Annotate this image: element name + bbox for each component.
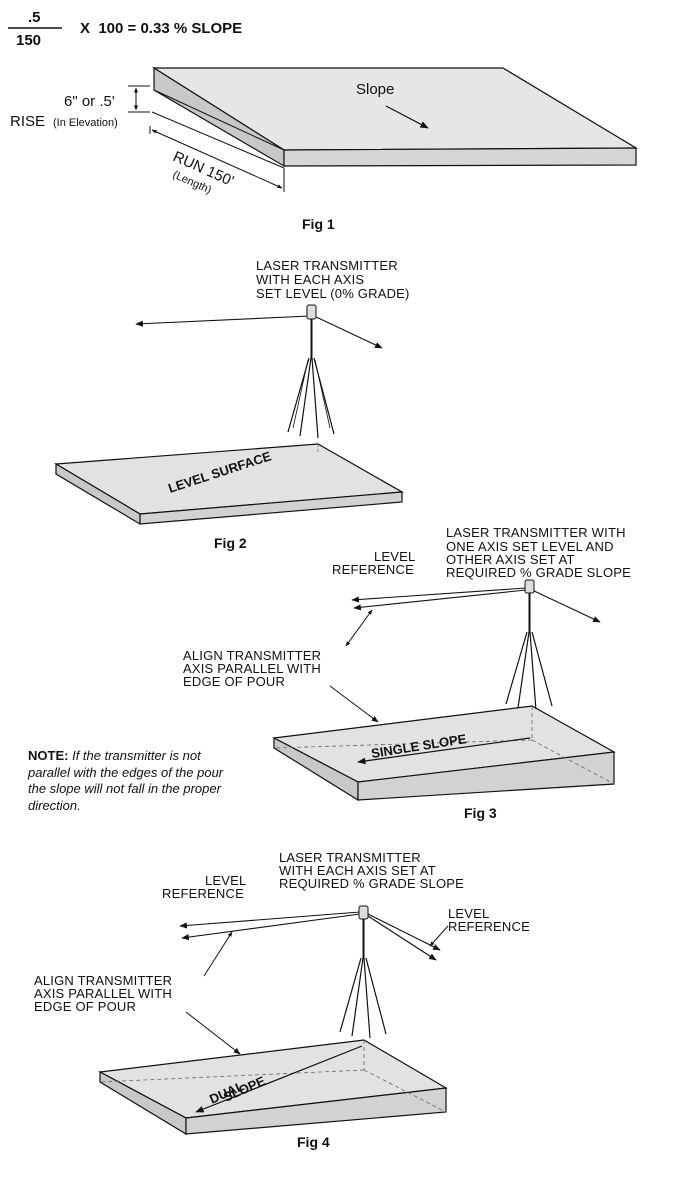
- fig2-transmitter: [135, 304, 383, 439]
- fig4-align-pointer: [185, 1011, 241, 1055]
- fig3-hidden-edge-d: [531, 739, 615, 785]
- fig4-align-line3: EDGE OF POUR: [34, 999, 136, 1014]
- fig4-level-beam-right: [367, 913, 441, 951]
- fig3-laser-head: [524, 579, 535, 594]
- fig3-align-line2: AXIS PARALLEL WITH: [183, 661, 321, 676]
- fig4-level-left-line2: REFERENCE: [162, 886, 244, 901]
- fig2-laser-head: [306, 304, 317, 320]
- fig2-laser-line1: LASER TRANSMITTER: [256, 258, 398, 273]
- fig1-slope-arrow: [385, 105, 429, 129]
- fig4-hidden-edge-h: [99, 1069, 365, 1083]
- fig3-slope-beam: [353, 589, 527, 611]
- fig3-laser-line2: ONE AXIS SET LEVEL AND: [446, 539, 614, 554]
- fig4-slope-direction: [195, 1045, 363, 1113]
- fig2-tripod-inner: [292, 359, 331, 429]
- fig4-hidden-edge-d: [363, 1069, 447, 1113]
- fig4-level-left-pointer: [203, 931, 233, 977]
- fig1-slab: [151, 66, 639, 168]
- fig4-align-line2: AXIS PARALLEL WITH: [34, 986, 172, 1001]
- fig3-laser-line3: OTHER AXIS SET AT: [446, 552, 575, 567]
- fig2-laser-beam-right: [313, 315, 383, 349]
- fig3-cross-beam: [531, 589, 601, 623]
- fig3-slope-direction: [357, 737, 531, 765]
- fig4-slab: DUAL SLOPE: [98, 1039, 448, 1136]
- fig4-slope-beam-left: [181, 913, 361, 941]
- fig4-level-beam-left: [179, 911, 361, 929]
- fig3-level-line1: LEVEL: [374, 549, 415, 564]
- fig3-align-line1: ALIGN TRANSMITTER: [183, 648, 321, 663]
- fig3-align-line3: EDGE OF POUR: [183, 674, 285, 689]
- fig4-transmitter: [179, 905, 441, 1039]
- fig3-tripod-legs: [505, 631, 553, 711]
- fig2-caption: Fig 2: [214, 535, 247, 551]
- fig4-laser-head: [358, 905, 369, 920]
- fig1-rise-value: 6" or .5': [64, 93, 115, 110]
- fig1-caption: Fig 1: [302, 216, 335, 232]
- fig4-laser-line2: WITH EACH AXIS SET AT: [279, 863, 436, 878]
- note-paragraph: NOTE: If the transmitter is not parallel…: [28, 748, 243, 814]
- fig3-transmitter: [351, 579, 601, 711]
- fig3-laser-line4: REQUIRED % GRADE SLOPE: [446, 565, 631, 580]
- fig4-slope-beam-right: [367, 915, 437, 961]
- fig3-slab: SINGLE SLOPE: [272, 705, 616, 802]
- fig2-laser-line3: SET LEVEL (0% GRADE): [256, 286, 410, 301]
- fig3-level-beam: [351, 587, 527, 603]
- formula-denominator: 150: [16, 32, 41, 49]
- fig1-slab-front: [283, 147, 637, 167]
- fig1-rise-label: RISE: [10, 113, 45, 130]
- formula-result: X 100 = 0.33 % SLOPE: [80, 20, 242, 37]
- fig3-hidden-edge-h: [273, 739, 533, 749]
- fig4-caption: Fig 4: [297, 1134, 330, 1150]
- fig1-run-dimension: [151, 129, 283, 189]
- fig4-level-left-line1: LEVEL: [205, 873, 246, 888]
- fig2-tripod-legs: [287, 357, 335, 439]
- fig4-tripod-legs: [339, 957, 387, 1039]
- formula-numerator: .5: [28, 9, 41, 26]
- fig4-level-right-pointer: [429, 925, 449, 947]
- fig4-level-right-line2: REFERENCE: [448, 919, 530, 934]
- slope-formula: .5 150 X 100 = 0.33 % SLOPE: [8, 9, 242, 49]
- fig2-slab-front: [139, 491, 403, 525]
- fig3-align-pointer: [329, 685, 379, 723]
- fig1-rise-sub: (In Elevation): [53, 117, 118, 129]
- fig3-caption: Fig 3: [464, 805, 497, 821]
- fig3-level-line2: REFERENCE: [332, 562, 414, 577]
- fig4-level-right-line1: LEVEL: [448, 906, 489, 921]
- fig3-level-pointer: [345, 609, 373, 647]
- fig2-laser-beam-left: [135, 315, 311, 327]
- fig4-align-line1: ALIGN TRANSMITTER: [34, 973, 172, 988]
- note-text: If the transmitter is not parallel with …: [28, 748, 224, 813]
- fig1-slope-label: Slope: [356, 81, 394, 98]
- fig4-laser-line3: REQUIRED % GRADE SLOPE: [279, 876, 464, 891]
- fig4-laser-line1: LASER TRANSMITTER: [279, 850, 421, 865]
- fig1-slab-top: [151, 67, 639, 151]
- fig3-laser-line1: LASER TRANSMITTER WITH: [446, 525, 626, 540]
- fig2-laser-line2: WITH EACH AXIS: [256, 272, 364, 287]
- fig2-slab: LEVEL SURFACE: [54, 443, 404, 526]
- note-label: NOTE:: [28, 748, 69, 763]
